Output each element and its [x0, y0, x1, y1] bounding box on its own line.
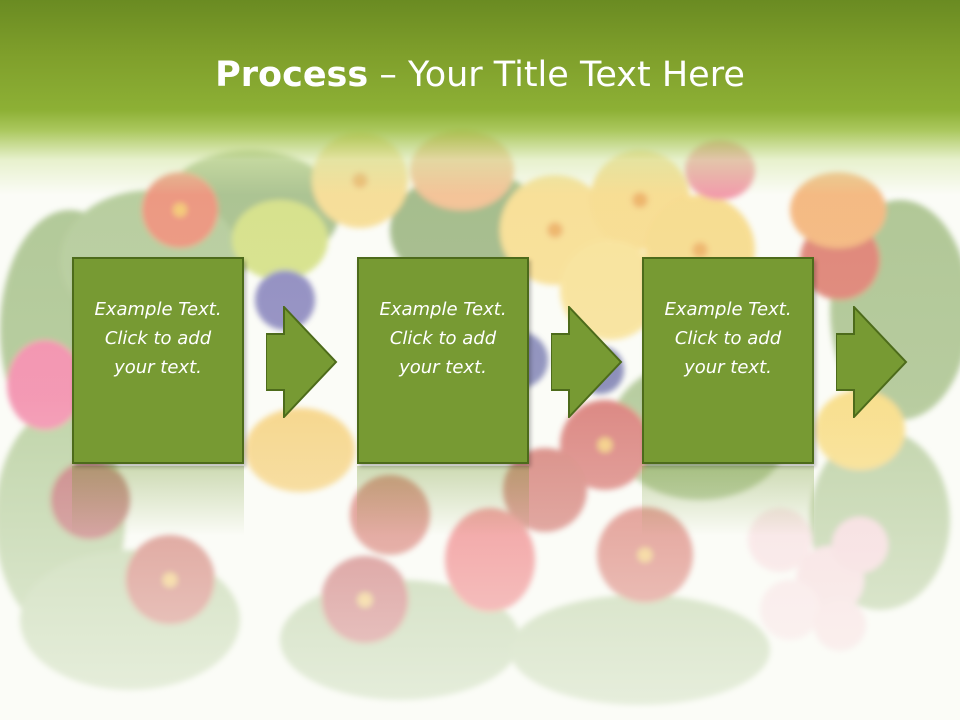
slide-title[interactable]: Process – Your Title Text Here [0, 52, 960, 98]
step-3-reflection [642, 466, 814, 536]
step-2-line-1: Example Text. [379, 299, 507, 320]
step-3-text: Example Text. Click to add your text. [653, 295, 803, 382]
step-2-line-2: Click to add [389, 328, 497, 349]
step-1-line-2: Click to add [104, 328, 212, 349]
step-1-reflection [72, 466, 244, 536]
title-rest-part: – Your Title Text Here [368, 55, 745, 95]
step-3-box[interactable]: Example Text. Click to add your text. [642, 257, 814, 464]
step-2-reflection [357, 466, 529, 536]
title-bold-part: Process [215, 55, 369, 95]
step-2-arrow-icon [551, 306, 623, 418]
step-1-arrow-icon [266, 306, 338, 418]
step-3-line-1: Example Text. [664, 299, 792, 320]
step-1-box[interactable]: Example Text. Click to add your text. [72, 257, 244, 464]
step-1-line-3: your text. [114, 357, 202, 378]
step-1-text: Example Text. Click to add your text. [83, 295, 233, 382]
step-3-line-3: your text. [684, 357, 772, 378]
step-2-line-3: your text. [399, 357, 487, 378]
step-2-text: Example Text. Click to add your text. [368, 295, 518, 382]
step-1-line-1: Example Text. [94, 299, 222, 320]
title-band [0, 0, 960, 195]
step-2-box[interactable]: Example Text. Click to add your text. [357, 257, 529, 464]
step-3-arrow-icon [836, 306, 908, 418]
step-3-line-2: Click to add [674, 328, 782, 349]
